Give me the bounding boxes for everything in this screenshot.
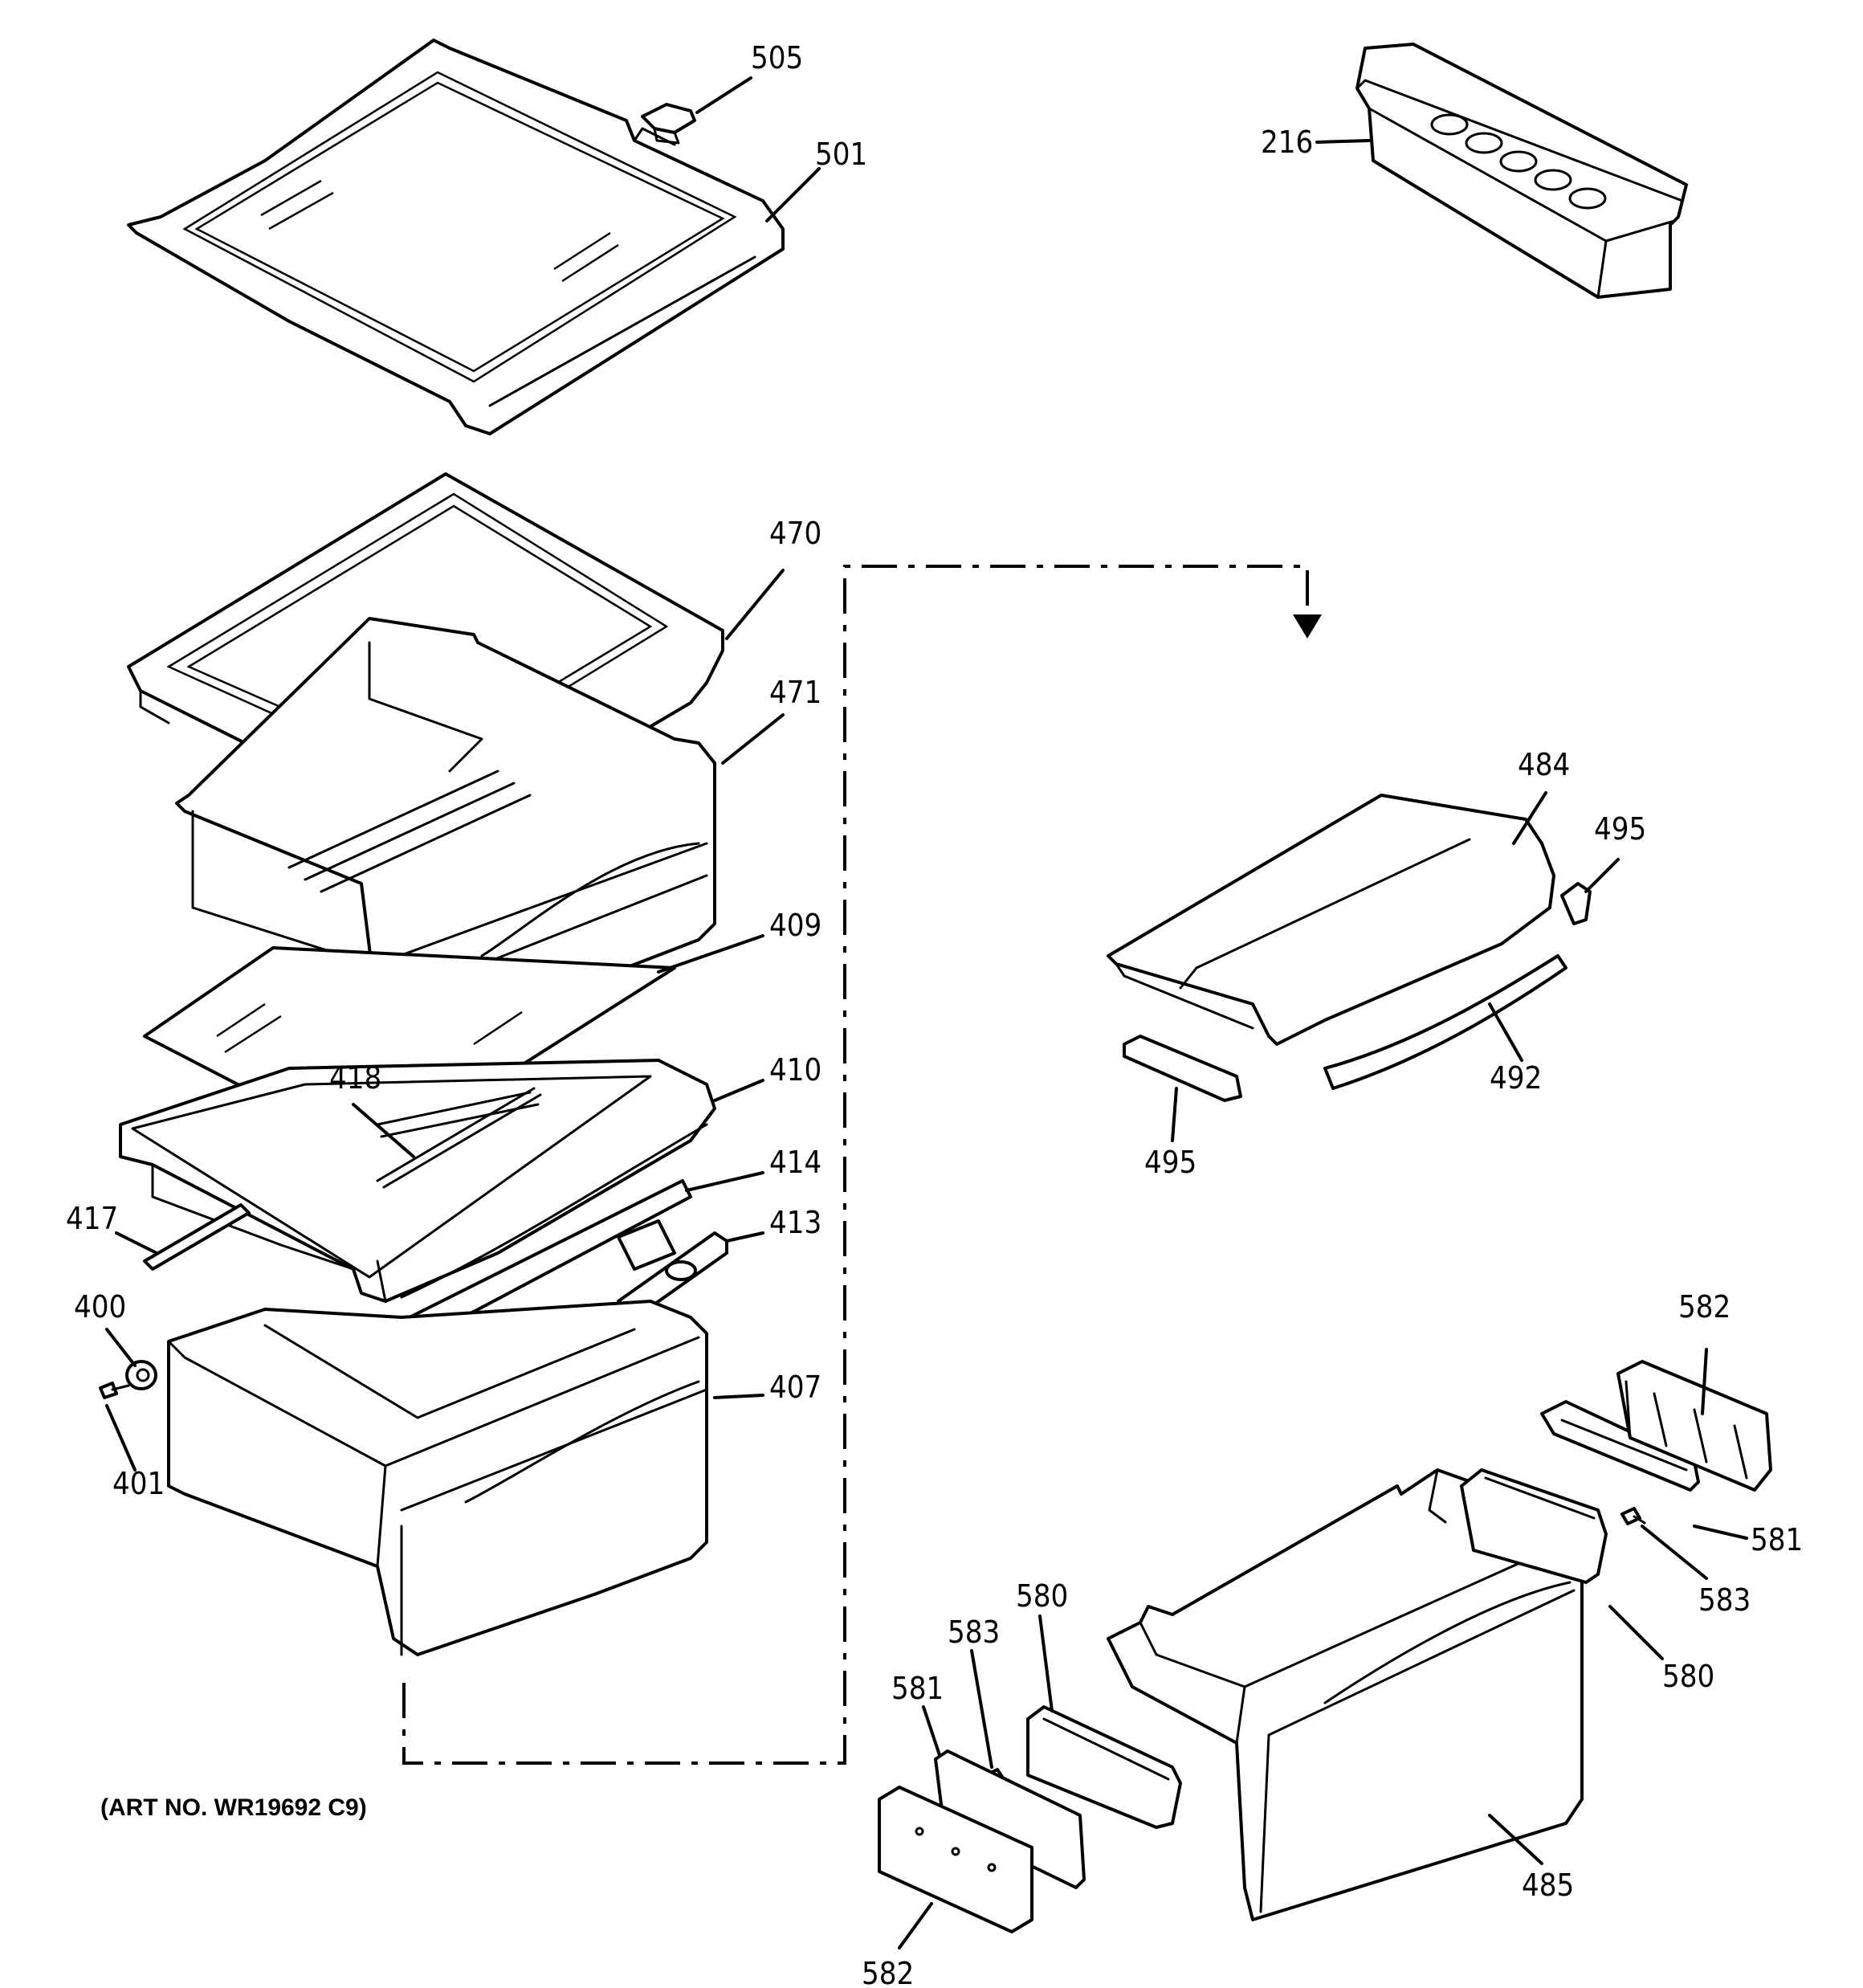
leader-581-right bbox=[1693, 1525, 1748, 1540]
bracket-580-left bbox=[1026, 1705, 1182, 1829]
callout-580-right: 580 bbox=[1662, 1659, 1714, 1694]
callout-492: 492 bbox=[1490, 1060, 1542, 1096]
leader-582-right bbox=[1701, 1348, 1708, 1415]
bin-216 bbox=[1355, 43, 1688, 299]
art-number: (ART NO. WR19692 C9) bbox=[100, 1794, 367, 1821]
crisper-drawer-407 bbox=[167, 1300, 708, 1656]
callout-484: 484 bbox=[1518, 747, 1570, 782]
shelf-501 bbox=[127, 39, 785, 435]
leader-583-left bbox=[970, 1649, 993, 1769]
callout-495-left: 495 bbox=[1144, 1145, 1196, 1180]
leader-492 bbox=[1488, 1002, 1523, 1062]
leader-471 bbox=[721, 713, 785, 765]
leader-409 bbox=[657, 934, 764, 974]
leader-418 bbox=[352, 1103, 415, 1158]
leader-581-left bbox=[922, 1705, 941, 1757]
callout-401: 401 bbox=[112, 1466, 165, 1501]
callout-410: 410 bbox=[769, 1052, 821, 1088]
leader-470 bbox=[725, 569, 785, 640]
leader-495-right bbox=[1584, 858, 1620, 893]
callout-583-right: 583 bbox=[1698, 1582, 1751, 1618]
rail-581-right bbox=[1540, 1400, 1700, 1492]
leader-484 bbox=[1512, 791, 1547, 845]
leader-583-right bbox=[1641, 1525, 1708, 1580]
end-cap-582-left bbox=[878, 1786, 1033, 1933]
screw-583-right bbox=[1620, 1507, 1646, 1525]
leader-485 bbox=[1488, 1814, 1543, 1865]
end-cap-582-right bbox=[1616, 1360, 1772, 1492]
callout-471: 471 bbox=[769, 675, 821, 710]
callout-413: 413 bbox=[769, 1205, 821, 1240]
callout-581-right: 581 bbox=[1751, 1522, 1803, 1557]
callout-582-right: 582 bbox=[1678, 1289, 1731, 1325]
leader-lines bbox=[105, 76, 1748, 1949]
flow-arrowhead bbox=[1293, 614, 1322, 639]
callout-400: 400 bbox=[74, 1289, 126, 1325]
screw-401 bbox=[99, 1382, 130, 1399]
callout-501: 501 bbox=[815, 137, 867, 172]
strip-495-left bbox=[1123, 1035, 1242, 1102]
callout-505: 505 bbox=[751, 40, 803, 76]
leader-580-left bbox=[1038, 1614, 1054, 1712]
leader-401 bbox=[105, 1404, 137, 1472]
cover-484 bbox=[1107, 794, 1555, 1046]
leader-216 bbox=[1315, 139, 1371, 144]
callout-580-left: 580 bbox=[1016, 1578, 1068, 1614]
leader-413 bbox=[725, 1231, 764, 1243]
callout-409: 409 bbox=[769, 908, 821, 943]
leader-417 bbox=[115, 1231, 158, 1255]
leader-400 bbox=[105, 1328, 137, 1367]
callout-581-left: 581 bbox=[891, 1671, 944, 1706]
callout-418: 418 bbox=[329, 1060, 381, 1096]
callout-414: 414 bbox=[769, 1145, 821, 1180]
callout-495-right: 495 bbox=[1594, 811, 1646, 847]
callout-407: 407 bbox=[769, 1370, 821, 1405]
leader-582-left bbox=[898, 1902, 933, 1949]
leader-407 bbox=[713, 1394, 764, 1399]
strip-495-right bbox=[1560, 882, 1592, 925]
callout-417: 417 bbox=[66, 1201, 118, 1236]
leader-505 bbox=[695, 76, 752, 114]
leader-495-left bbox=[1171, 1087, 1178, 1142]
clip-505 bbox=[641, 103, 696, 145]
roller-400 bbox=[125, 1360, 157, 1390]
leader-580-right bbox=[1608, 1605, 1664, 1660]
callout-583-left: 583 bbox=[948, 1614, 1000, 1650]
trim-492 bbox=[1323, 954, 1567, 1090]
callout-labels: 505 501 216 470 471 409 418 410 414 417 … bbox=[66, 40, 1803, 1988]
rail-417 bbox=[143, 1203, 251, 1271]
assembly-flow-path bbox=[402, 565, 1322, 1765]
bracket-580-right bbox=[1460, 1468, 1608, 1584]
rod-418 bbox=[376, 1087, 542, 1189]
callout-582-left: 582 bbox=[862, 1956, 914, 1988]
leader-410 bbox=[713, 1079, 764, 1102]
leader-414 bbox=[685, 1171, 764, 1192]
callout-485: 485 bbox=[1522, 1868, 1574, 1903]
crisper-cover-410 bbox=[119, 1059, 716, 1303]
handle-413 bbox=[617, 1219, 728, 1323]
callout-216: 216 bbox=[1261, 125, 1313, 160]
leader-501 bbox=[765, 167, 821, 222]
callout-470: 470 bbox=[769, 516, 821, 551]
